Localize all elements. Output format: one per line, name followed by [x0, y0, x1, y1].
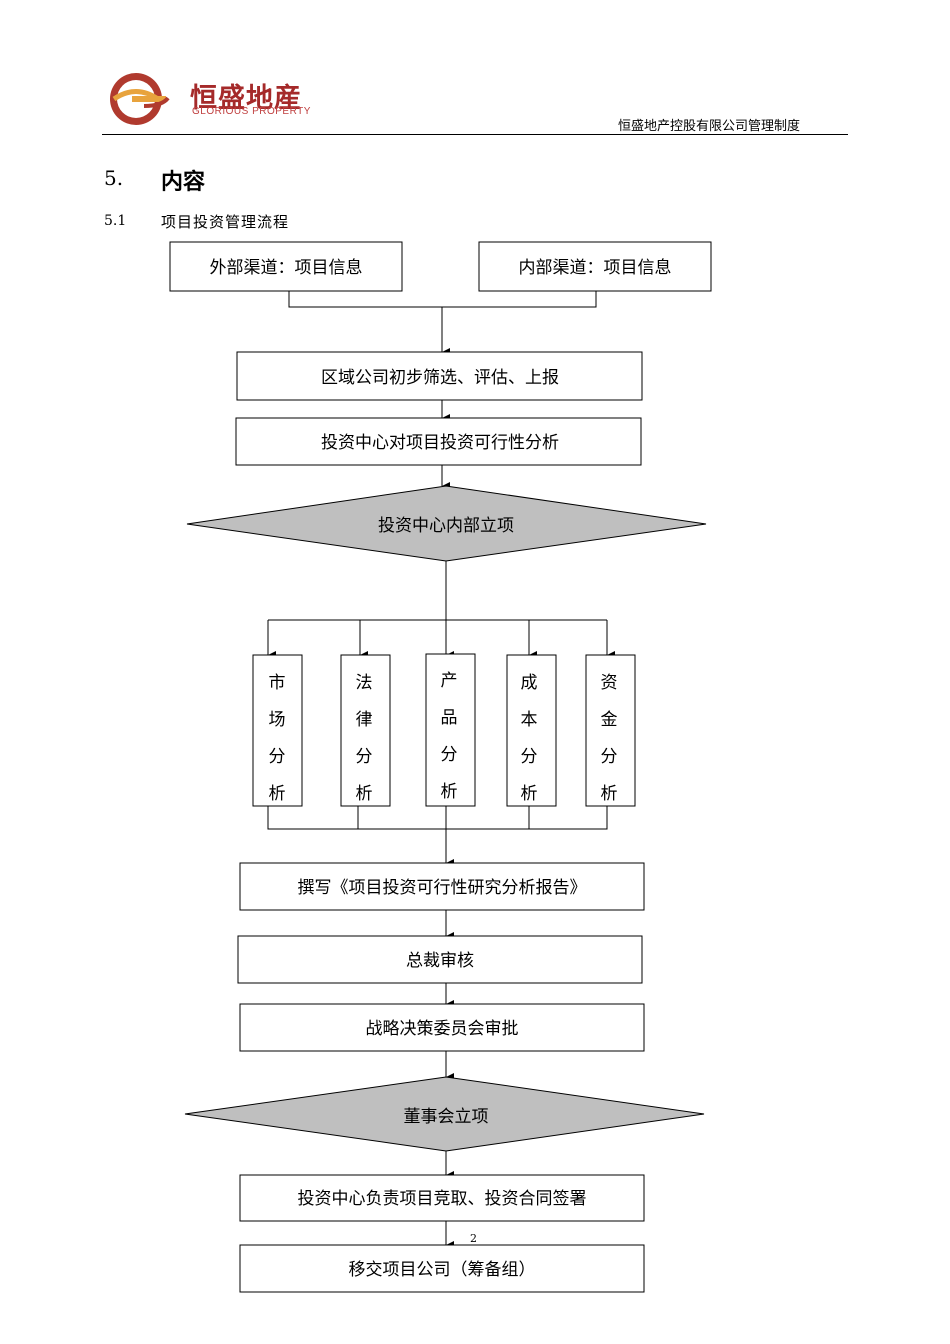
write-report-box [239, 862, 645, 911]
analysis-box-capital: 资 金 分 析 [585, 654, 636, 807]
handover-label: 移交项目公司（筹备组） [349, 1260, 536, 1280]
analysis-char: 资 [601, 673, 618, 693]
handover-box [239, 1244, 645, 1293]
analysis-char: 产 [441, 671, 458, 691]
regional-screening-box [236, 351, 643, 401]
section-title: 内容 [161, 170, 206, 195]
merge-connector [288, 291, 597, 308]
feasibility-box [235, 417, 642, 466]
subsection-title: 项目投资管理流程 [161, 213, 290, 231]
board-approval-label: 董事会立项 [404, 1107, 489, 1127]
regional-screening-label: 区域公司初步筛选、评估、上报 [321, 368, 559, 388]
bidding-signing-label: 投资中心负责项目竞取、投资合同签署 [298, 1189, 587, 1209]
analysis-char: 本 [521, 710, 538, 730]
analysis-char: 析 [521, 784, 538, 804]
bidding-signing-box [239, 1174, 645, 1222]
analysis-box-product: 产 品 分 析 [425, 653, 476, 807]
header-divider [102, 134, 848, 135]
analysis-char: 律 [356, 710, 373, 730]
analysis-char: 分 [601, 747, 618, 767]
page-number: 2 [470, 1232, 477, 1245]
committee-approval-box [239, 1003, 645, 1052]
analysis-box-cost: 成 本 分 析 [506, 654, 557, 807]
president-review-box [237, 935, 643, 984]
analysis-char: 析 [601, 784, 618, 804]
subsection-number: 5.1 [104, 213, 127, 229]
document-header-title: 恒盛地产控股有限公司管理制度 [618, 119, 801, 134]
internal-channel-box [478, 241, 712, 292]
analysis-box-market: 市 场 分 析 [252, 654, 303, 807]
external-channel-label: 外部渠道：项目信息 [210, 258, 363, 278]
analysis-char: 分 [356, 747, 373, 767]
analysis-char: 析 [269, 784, 286, 804]
internal-approval-diamond [186, 485, 707, 562]
logo-text-en: GLORIOUS PROPERTY [192, 106, 311, 117]
analysis-char: 法 [356, 673, 373, 693]
analysis-char: 分 [521, 747, 538, 767]
analysis-char: 析 [441, 782, 458, 802]
analysis-box-legal: 法 律 分 析 [340, 654, 391, 807]
analysis-char: 分 [269, 747, 286, 767]
analysis-char: 成 [521, 673, 538, 693]
analysis-char: 品 [441, 708, 458, 728]
internal-channel-label: 内部渠道：项目信息 [519, 258, 672, 278]
analysis-merge-connector [267, 806, 608, 830]
internal-approval-label: 投资中心内部立项 [378, 516, 514, 536]
logo-text-cn: 恒盛地産 [190, 83, 302, 114]
president-review-label: 总裁审核 [406, 951, 474, 971]
board-approval-diamond [184, 1076, 705, 1152]
analysis-char: 市 [269, 673, 286, 693]
analysis-char: 场 [269, 710, 286, 730]
write-report-label: 撰写《项目投资可行性研究分析报告》 [298, 878, 587, 898]
feasibility-label: 投资中心对项目投资可行性分析 [321, 433, 559, 453]
analysis-char: 金 [601, 710, 618, 730]
external-channel-box [169, 241, 403, 292]
company-logo [106, 70, 186, 128]
analysis-char: 析 [356, 784, 373, 804]
analysis-char: 分 [441, 745, 458, 765]
section-number: 5. [104, 166, 124, 190]
committee-approval-label: 战略决策委员会审批 [366, 1019, 519, 1039]
